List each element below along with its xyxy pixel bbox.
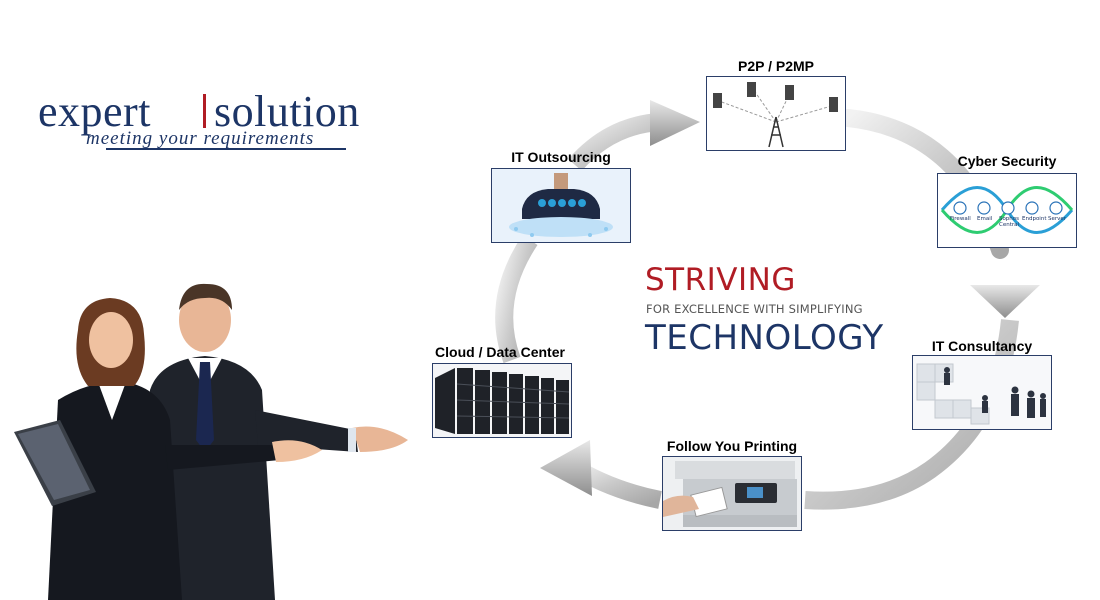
arrow-head-bottom bbox=[540, 440, 592, 496]
logo-divider bbox=[203, 94, 206, 128]
node-title-it-consultancy: IT Consultancy bbox=[931, 338, 1033, 354]
node-it-outsourcing[interactable] bbox=[491, 168, 631, 243]
node-title-it-outsourcing: IT Outsourcing bbox=[511, 149, 611, 165]
tagline-striving: STRIVING bbox=[645, 262, 796, 298]
puzzle-team-icon bbox=[913, 356, 1051, 429]
logo-underline bbox=[106, 148, 346, 150]
node-p2p[interactable] bbox=[706, 76, 846, 151]
node-it-consultancy[interactable] bbox=[912, 355, 1052, 430]
security-label-central: Sophos Central bbox=[998, 216, 1020, 228]
logo-tagline: meeting your requirements bbox=[86, 128, 315, 149]
cycle-arc-top-left bbox=[568, 113, 661, 172]
businesswoman-figure bbox=[14, 298, 322, 600]
printer-card-icon bbox=[663, 457, 801, 530]
businessman-tech-icon bbox=[492, 169, 630, 242]
server-rack-icon bbox=[433, 364, 571, 437]
business-people-image bbox=[14, 283, 408, 600]
node-cloud-data-center[interactable] bbox=[432, 363, 572, 438]
cycle-arc-left bbox=[495, 235, 538, 364]
node-title-cloud-data-center: Cloud / Data Center bbox=[435, 344, 565, 360]
logo-word-right: solution bbox=[214, 87, 360, 136]
security-label-server: Server bbox=[1048, 216, 1067, 222]
node-cyber-security[interactable]: Firewall Email Sophos Central Endpoint S… bbox=[937, 173, 1077, 248]
security-label-firewall: Firewall bbox=[950, 216, 971, 222]
brand-logo[interactable]: expert solution meeting your requirement… bbox=[38, 88, 368, 158]
arrow-head-right bbox=[970, 285, 1040, 318]
security-label-email: Email bbox=[977, 216, 993, 222]
tagline-subline: FOR EXCELLENCE WITH SIMPLIFYING bbox=[646, 302, 863, 316]
tagline-technology: TECHNOLOGY bbox=[645, 318, 884, 358]
node-title-follow-you-printing: Follow You Printing bbox=[666, 438, 798, 454]
arrow-head-top bbox=[650, 100, 700, 146]
node-follow-you-printing[interactable] bbox=[662, 456, 802, 531]
network-tower-icon bbox=[713, 82, 838, 148]
security-label-endpoint: Endpoint bbox=[1022, 216, 1047, 222]
node-title-p2p: P2P / P2MP bbox=[737, 58, 814, 74]
node-title-cyber-security: Cyber Security bbox=[957, 153, 1057, 169]
security-flow-icon bbox=[940, 186, 1074, 234]
logo-word-left: expert bbox=[38, 87, 151, 136]
